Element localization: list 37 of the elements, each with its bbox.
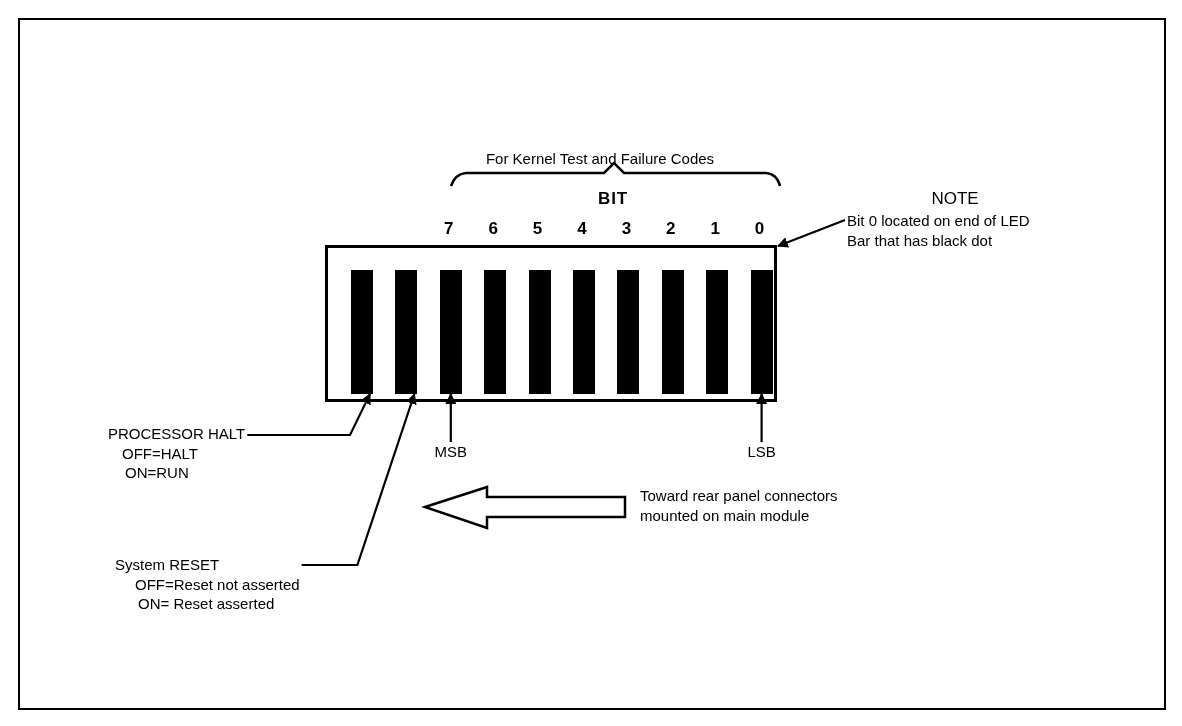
bit-number: 7: [444, 218, 454, 240]
led-segment: [661, 270, 684, 394]
bit-tag: MSB: [434, 444, 468, 459]
state-text: OFF=HALT: [122, 443, 198, 463]
leader-line: [756, 392, 768, 442]
state-text: ON=RUN: [125, 463, 189, 483]
leader-line: [301, 392, 417, 567]
led-segment: [706, 270, 729, 394]
note-text: Bit 0 located on end of LED Bar that has black dot: [847, 211, 1031, 251]
led-segment: [528, 270, 551, 394]
state-text: ON= Reset asserted: [138, 594, 275, 614]
led-segment: [351, 270, 373, 394]
signal-name: System RESET: [115, 555, 220, 575]
leader-line: [776, 218, 846, 248]
signal-name: PROCESSOR HALT: [108, 424, 246, 444]
bit-number: 4: [577, 218, 587, 240]
led-segment: [395, 270, 418, 394]
led-bar-display: [325, 245, 777, 402]
bit-heading: BIT: [598, 188, 628, 210]
group-caption: For Kernel Test and Failure Codes: [485, 149, 715, 169]
direction-text: Toward rear panel connectors mounted on main module: [640, 486, 839, 525]
bit-number: 5: [532, 218, 543, 240]
bit-tag: LSB: [747, 444, 776, 459]
led-segment: [573, 270, 595, 394]
bit-number: 0: [754, 218, 765, 240]
note-heading: NOTE: [930, 188, 980, 210]
bit-number: 1: [710, 218, 720, 240]
led-segment: [484, 270, 507, 394]
led-segment: [750, 270, 773, 394]
bit-number: 2: [666, 218, 676, 240]
state-text: OFF=Reset not asserted: [135, 574, 300, 594]
led-segment: [439, 270, 462, 394]
led-segment: [617, 270, 640, 394]
leader-line: [445, 392, 457, 442]
bit-number: 3: [621, 218, 632, 240]
bit-number: 6: [488, 218, 498, 240]
leader-line: [247, 393, 371, 437]
